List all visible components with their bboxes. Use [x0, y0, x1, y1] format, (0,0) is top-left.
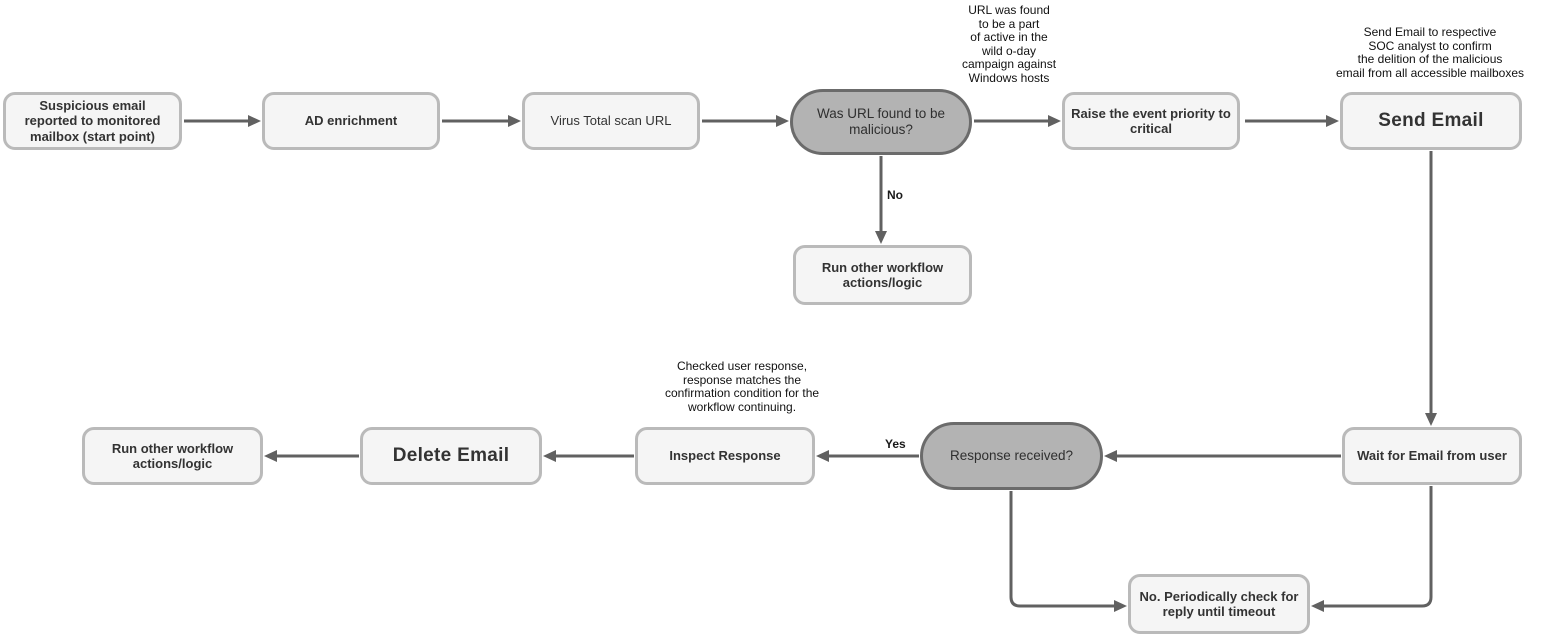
decision-url-malicious: Was URL found to be malicious?: [790, 89, 972, 155]
annotation-send-email-note: Send Email to respective SOC analyst to …: [1335, 25, 1525, 80]
connector-wait-to-periodic: [1311, 486, 1433, 612]
annotation-inspect-response-note: Checked user response, response matches …: [664, 359, 820, 414]
annotation-zero-day-campaign: URL was found to be a part of active in …: [961, 3, 1057, 85]
node-inspect-response: Inspect Response: [635, 427, 815, 485]
edge-label-yes: Yes: [883, 437, 908, 451]
node-start: Suspicious email reported to monitored m…: [3, 92, 182, 150]
node-send-email: Send Email: [1340, 92, 1522, 150]
node-run-other-workflow-top: Run other workflow actions/logic: [793, 245, 972, 305]
decision-response-received: Response received?: [920, 422, 1103, 490]
node-delete-email: Delete Email: [360, 427, 542, 485]
node-periodic-check: No. Periodically check for reply until t…: [1128, 574, 1310, 634]
connector-response-no-to-periodic: [1009, 491, 1127, 612]
node-ad-enrichment: AD enrichment: [262, 92, 440, 150]
node-wait-for-email: Wait for Email from user: [1342, 427, 1522, 485]
node-run-other-workflow-bottom: Run other workflow actions/logic: [82, 427, 263, 485]
node-raise-priority: Raise the event priority to critical: [1062, 92, 1240, 150]
edge-label-no: No: [885, 188, 905, 202]
node-virus-total-scan: Virus Total scan URL: [522, 92, 700, 150]
